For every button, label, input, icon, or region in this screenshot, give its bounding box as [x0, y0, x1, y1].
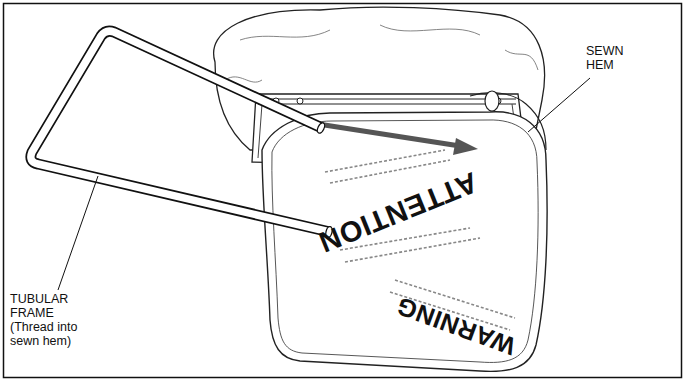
part-label: SEWN HEM — [586, 44, 646, 72]
leader-line — [528, 78, 590, 132]
tubular-frame — [31, 31, 330, 232]
bag-flap — [262, 112, 547, 372]
figure-border — [4, 4, 682, 378]
tubular-frame-fill — [31, 31, 330, 232]
part-label: TUBULAR FRAME (Thread into sewn hem) — [10, 292, 94, 348]
plate-bar — [258, 99, 516, 100]
sewn-hem — [272, 120, 538, 363]
arrow-head — [453, 138, 478, 155]
rivet — [297, 98, 303, 104]
hem-opening — [485, 91, 499, 111]
hem-curl — [470, 93, 546, 150]
leader-line — [58, 176, 98, 290]
motion-arrow — [318, 124, 460, 146]
plate-bar — [258, 104, 516, 105]
tube-end — [316, 122, 326, 135]
warning-text: WARNING — [393, 291, 520, 361]
bag-fold — [225, 25, 538, 82]
warning-text: ATTENTION — [314, 165, 482, 259]
